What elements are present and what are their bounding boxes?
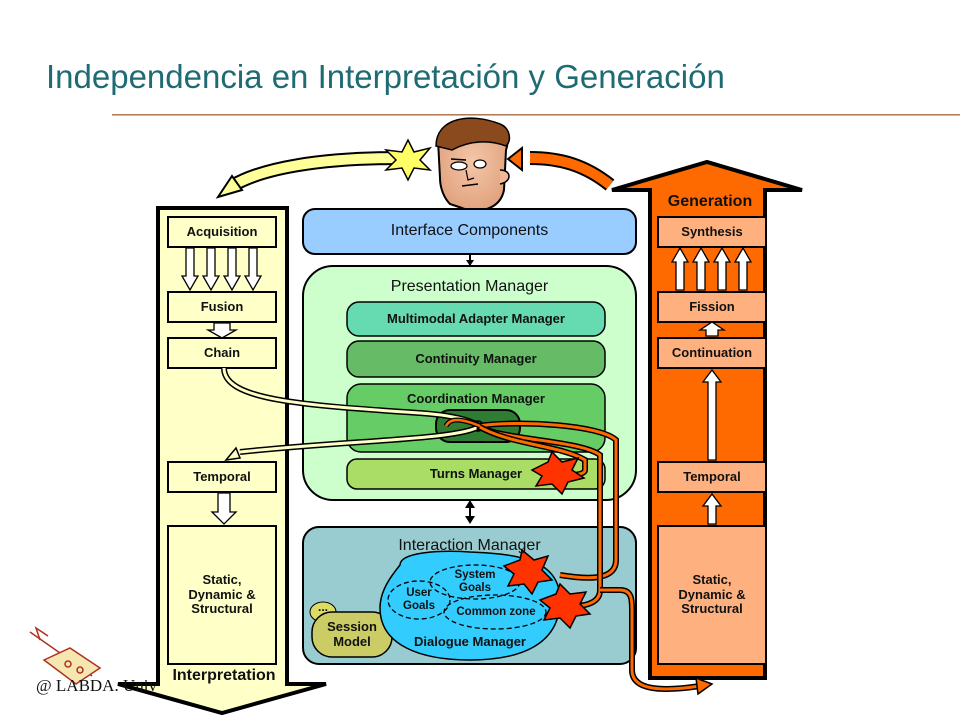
static-temporal-arrow-right [701,492,723,525]
interface-components-label: Interface Components [390,222,549,240]
static-line-1-right: Static, [692,571,732,587]
temporal-label-left: Temporal [193,468,251,484]
user-goals-zone [387,580,451,620]
slide-title: Independencia en Interpretación y Genera… [46,58,725,95]
spark-icon [530,450,586,496]
continuation-label: Continuation [671,344,753,360]
static-line-3-right: Structural [681,601,743,617]
spark-icon [538,582,592,630]
session-line-2: Model [333,633,371,649]
system-goals-label: System Goals [440,566,510,598]
synthesis-box [657,216,767,248]
acquisition-label: Acquisition [186,223,258,239]
synthesis-label: Synthesis [681,223,743,239]
continuity-manager-box [346,340,606,378]
title-underline [112,114,960,116]
chain-box [167,337,277,369]
static-label-right: Static, Dynamic & Structural [658,526,766,664]
continuation-box [657,337,767,369]
presentation-manager-label: Presentation Manager [390,277,549,295]
turns-manager-label: Turns Manager [429,465,523,481]
static-box-left [167,525,277,665]
coordination-manager-label: Coordination Manager [407,390,545,406]
static-line-2-right: Dynamic & [678,586,746,602]
temporal-box-right [657,461,767,493]
static-box-right [657,525,767,665]
static-line-1-left: Static, [202,571,242,587]
static-label-left: Static, Dynamic & Structural [168,526,276,664]
generation-label: Generation [667,192,753,210]
continuation-fission-arrow [697,321,727,337]
continuity-manager-label: Continuity Manager [415,350,537,366]
user-goals-line-1: User [406,586,432,599]
fusion-chain-arrow [205,322,239,339]
temporal-continuation-arrow [701,368,723,461]
user-face-icon [435,117,511,212]
dialogue-manager-label: Dialogue Manager [414,633,526,649]
common-zone [443,594,547,630]
spark-icon [502,548,554,596]
interaction-manager-label: Interaction Manager [398,536,541,554]
session-line-1: Session [327,618,377,634]
fission-label: Fission [689,298,735,314]
chain-label: Chain [203,344,241,360]
session-dots: ... [317,600,328,615]
acquisition-box [167,216,277,248]
multimodal-adapter-label: Multimodal Adapter Manager [387,310,565,326]
acquisition-fusion-arrows [180,247,263,292]
static-line-3-left: Structural [191,601,253,617]
temporal-static-arrow-left [210,492,238,525]
multimodal-adapter-box [346,301,606,337]
user-goals-label: User Goals [390,583,448,617]
labda-logo-icon [29,626,102,685]
temporal-label-right: Temporal [683,468,741,484]
fusion-label: Fusion [200,298,244,314]
fission-synthesis-arrows [670,246,753,291]
spark-icon [383,138,433,182]
user-goals-line-2: Goals [403,600,435,612]
session-model-label: Session Model [312,612,392,657]
temporal-box-left [167,461,277,493]
fusion-box [167,291,277,323]
interpretation-label: Interpretation [172,666,276,684]
footer-credit: @ LABDA. Univ [36,676,157,695]
fission-box [657,291,767,323]
system-goals-line-2: Goals [459,582,491,594]
system-goals-line-1: System [454,568,496,581]
static-line-2-left: Dynamic & [188,586,256,602]
common-zone-label: Common zone [456,606,536,619]
